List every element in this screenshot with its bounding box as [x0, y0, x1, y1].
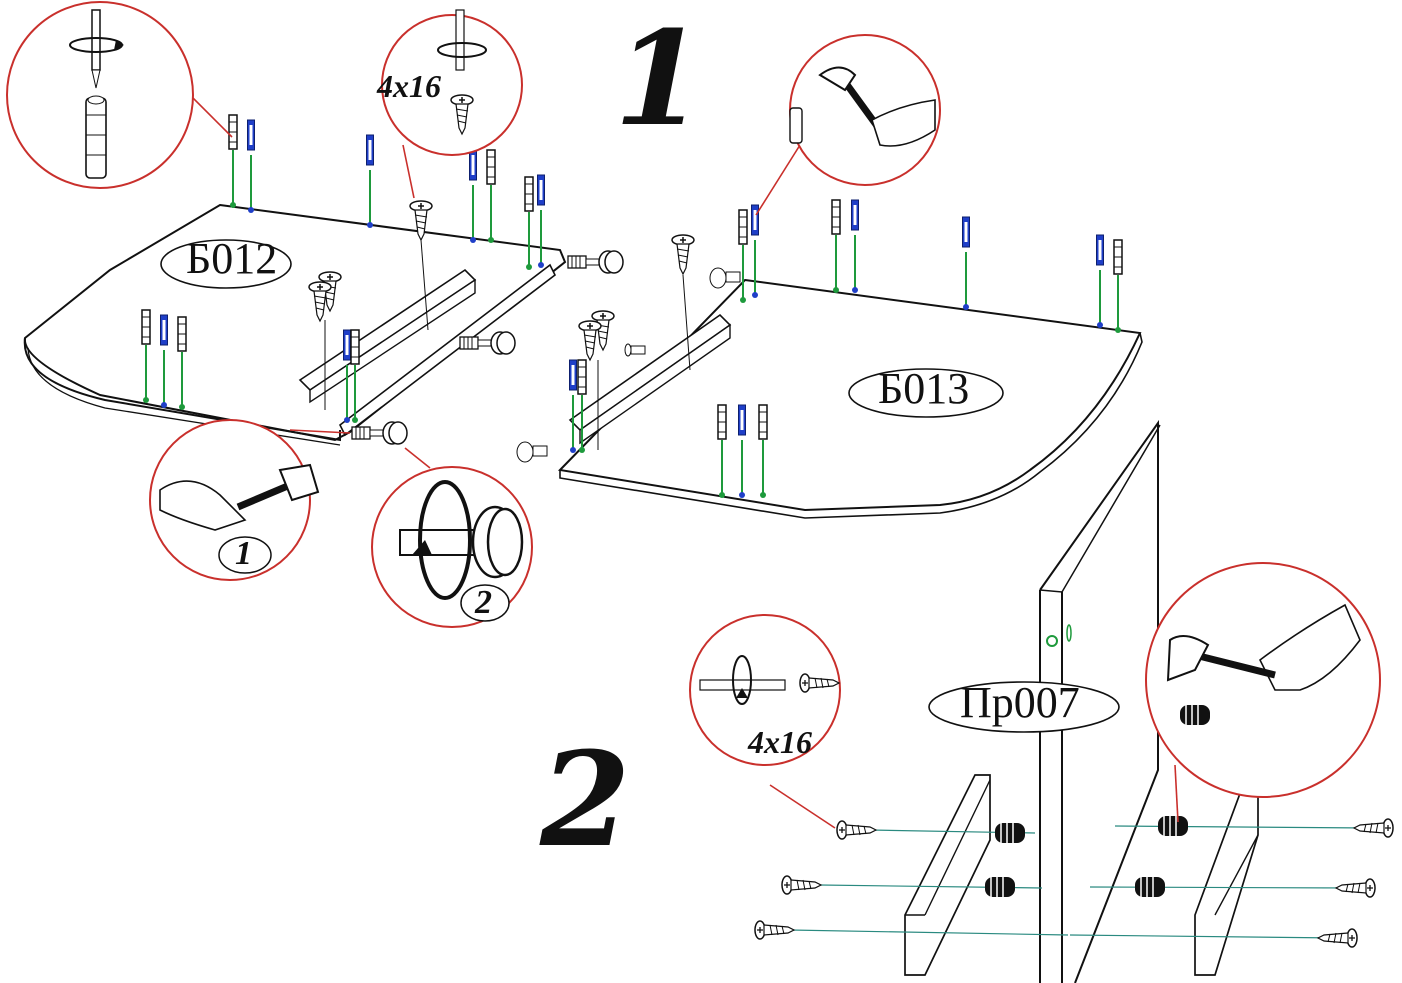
label-ring-pr007	[928, 681, 1120, 733]
part-label-pr007: Пр007	[960, 678, 1080, 727]
step-number-1: 1	[614, 2, 705, 155]
callout-top-mid	[381, 9, 523, 199]
screw-lines	[324, 239, 691, 450]
insert-nut-icon	[1179, 704, 1211, 726]
part-label-b012: Б012	[186, 234, 278, 283]
screw-icon-step2	[754, 818, 1394, 948]
hammer-icon	[1166, 603, 1361, 691]
callout-hammer	[149, 419, 351, 581]
hammer-icon	[818, 66, 936, 147]
callout-top-left	[6, 1, 233, 189]
rail-b012-2	[338, 263, 557, 437]
callout-step2-right	[1145, 562, 1381, 823]
rotate-arrow-icon	[736, 688, 748, 698]
label-ring-b012	[160, 239, 292, 289]
substep-label-1: 1	[235, 535, 252, 572]
callout-cam	[371, 447, 533, 628]
hammer-icon	[159, 463, 320, 531]
panel-pr007	[1039, 419, 1161, 983]
rotate-arrow-icon	[412, 540, 432, 555]
dowel-icon	[85, 95, 107, 179]
rail-b013	[568, 313, 732, 445]
panel-b012	[23, 203, 567, 446]
cam-lock-icon-b013	[516, 267, 741, 463]
dowel-icon	[789, 107, 803, 144]
screwdriver-icon	[699, 655, 786, 705]
bracket-right	[1194, 779, 1259, 976]
bracket-left	[904, 774, 991, 976]
part-label-b013: Б013	[878, 364, 970, 413]
step-number-2: 2	[540, 723, 631, 876]
step2-lines	[789, 825, 1371, 939]
rotate-arrow-icon	[114, 40, 124, 50]
screwdriver-icon	[437, 9, 487, 71]
substep-label-2: 2	[475, 584, 492, 621]
insert-nut-icon	[984, 815, 1189, 898]
callout-top-right	[755, 34, 941, 216]
screwdriver-icon	[69, 9, 124, 89]
cam-lock-icon	[399, 480, 524, 600]
callout-step2-left	[689, 614, 841, 829]
screw-size-label-top: 4x16	[377, 68, 441, 104]
label-ring-b013	[848, 368, 1004, 418]
screw-size-label-right: 4x16	[748, 724, 812, 760]
